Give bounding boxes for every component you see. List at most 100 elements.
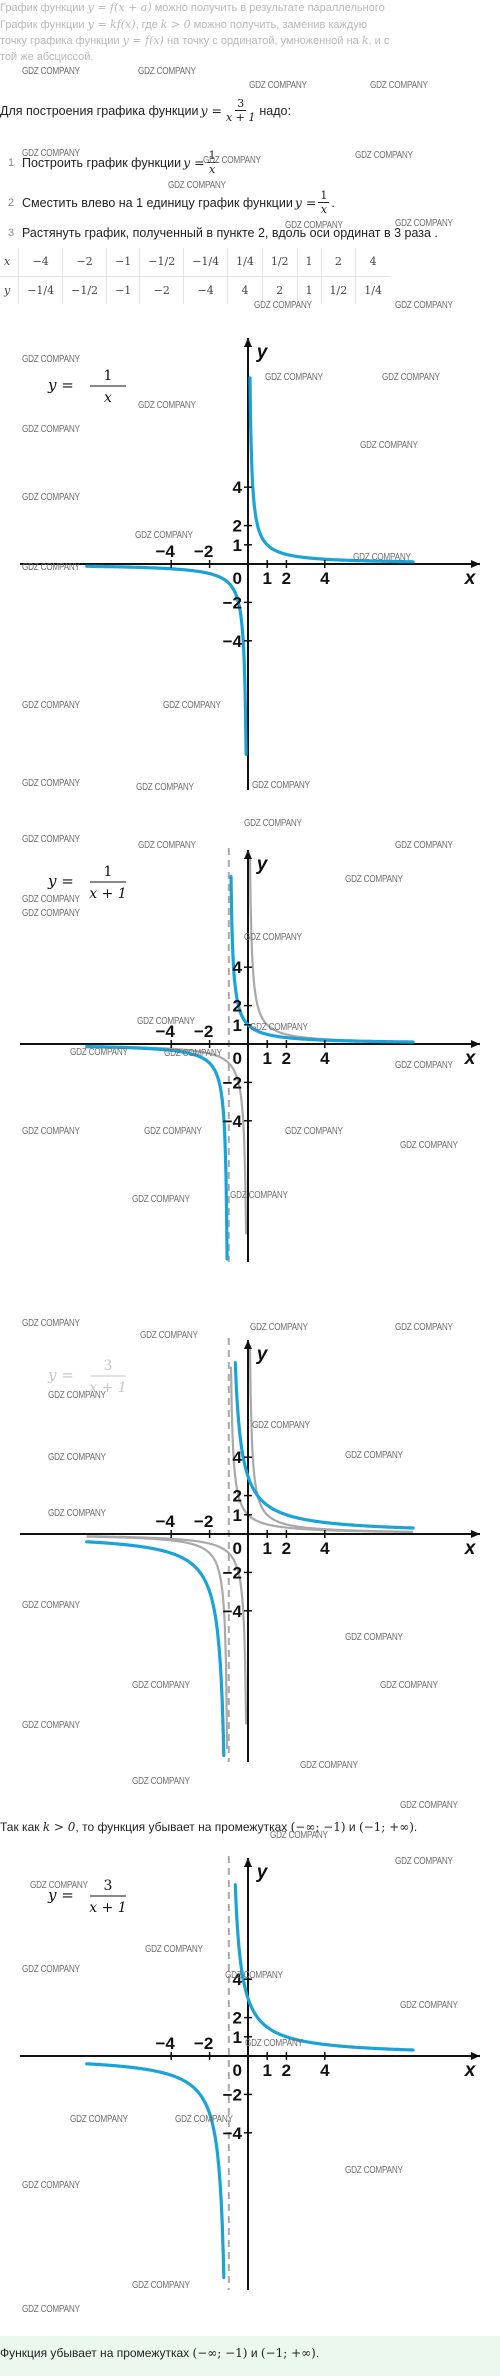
x-tick-label: −2 <box>194 1022 213 1041</box>
table-cell: 2 <box>261 276 298 304</box>
plan-lead-text: Для построения графика функции <box>0 103 199 118</box>
watermark-text: GDZ COMPANY <box>252 780 310 791</box>
plan-lead-lhs: y = <box>200 103 222 118</box>
watermark-text: GDZ COMPANY <box>400 1140 458 1151</box>
graph-label-denominator: x + 1 <box>89 1900 126 1916</box>
intro-math: y = f(x + a) <box>87 1 152 14</box>
watermark-text: GDZ COMPANY <box>48 1452 106 1463</box>
fraction-denominator: x <box>320 203 327 216</box>
ghost-curve-left <box>86 1535 229 1749</box>
y-tick-label: 4 <box>233 958 243 977</box>
watermark-text: GDZ COMPANY <box>400 2000 458 2011</box>
watermark-text: GDZ COMPANY <box>22 700 80 711</box>
x-tick-label: −2 <box>194 1512 213 1531</box>
graph-label-numerator: 1 <box>104 864 113 880</box>
origin-label: 0 <box>233 1539 242 1558</box>
function-curve-left <box>85 1540 226 1758</box>
watermark-text: GDZ COMPANY <box>345 2165 403 2176</box>
watermark-text: GDZ COMPANY <box>22 1600 80 1611</box>
function-curve-left <box>85 564 248 756</box>
y-tick-label: −4 <box>223 1112 243 1131</box>
table-cell: −4 <box>183 276 228 304</box>
watermark-text: GDZ COMPANY <box>144 1126 202 1137</box>
watermark-text: GDZ COMPANY <box>22 492 80 503</box>
x-axis-arrow <box>471 1530 480 1538</box>
x-tick-label: −4 <box>156 1022 176 1041</box>
y-axis-arrow <box>244 338 252 347</box>
intro-text-part: можно получить, заменив каждую <box>190 18 368 31</box>
watermark-text: GDZ COMPANY <box>244 932 302 943</box>
watermark-text: GDZ COMPANY <box>285 220 343 231</box>
fraction-denominator: x <box>208 163 216 176</box>
watermark-text: GDZ COMPANY <box>138 400 196 411</box>
table-cell: −1/2 <box>139 248 184 277</box>
y-axis-arrow <box>244 850 252 859</box>
watermark-text: GDZ COMPANY <box>395 1856 453 1867</box>
y-tick-label: −2 <box>223 593 242 612</box>
function-curve-left <box>85 1045 229 1261</box>
y-tick-label: 2 <box>233 517 242 536</box>
ghost-curve-right <box>248 1347 414 1533</box>
y-axis-name: y <box>256 1344 269 1365</box>
watermark-text: GDZ COMPANY <box>203 155 261 166</box>
watermark-text: GDZ COMPANY <box>135 530 193 541</box>
watermark-text: GDZ COMPANY <box>265 372 323 383</box>
x-tick-label: 4 <box>320 1539 330 1558</box>
intro-text-part: на точку с ординатой, умноженной на <box>163 35 362 47</box>
watermark-text: GDZ COMPANY <box>22 2304 80 2315</box>
watermark-text: GDZ COMPANY <box>22 562 80 573</box>
table-cell: −2 <box>139 276 184 304</box>
table-cell: −1/4 <box>18 276 63 304</box>
answer-text: Функция убывает на промежутках <box>0 2346 193 2360</box>
intro-text-part: , где <box>135 18 161 31</box>
ghost-curve-right <box>229 1366 414 1534</box>
y-axis-name: y <box>256 1862 269 1883</box>
conclusion-line: Так как k > 0, то функция убывает на про… <box>0 1820 417 1834</box>
function-curve-right <box>233 1883 415 2052</box>
conclusion-interval: (−∞; −1) <box>290 1820 346 1834</box>
x-axis-arrow <box>471 2052 480 2060</box>
table-cell: −1/4 <box>183 248 228 277</box>
watermark-text: GDZ COMPANY <box>30 1880 88 1891</box>
x-tick-label: 2 <box>282 2061 291 2080</box>
watermark-text: GDZ COMPANY <box>22 894 80 905</box>
fraction-numerator: 1 <box>318 189 330 203</box>
intro-text-part: График функции <box>0 18 88 31</box>
y-tick-label: 2 <box>233 997 242 1016</box>
x-tick-label: 1 <box>262 2061 271 2080</box>
watermark-text: GDZ COMPANY <box>285 1126 343 1137</box>
fraction-denominator: x + 1 <box>225 111 256 124</box>
step-lhs: y = <box>294 195 317 210</box>
answer-text: и <box>247 2346 261 2360</box>
answer-text: . <box>315 2346 320 2360</box>
step-tail: . <box>331 195 335 210</box>
watermark-text: GDZ COMPANY <box>22 1964 80 1975</box>
y-tick-label: −2 <box>223 1563 242 1582</box>
watermark-text: GDZ COMPANY <box>270 1830 328 1841</box>
watermark-text: GDZ COMPANY <box>380 1680 438 1691</box>
graph-label-lhs: y = <box>47 872 74 890</box>
x-tick-label: 2 <box>282 569 291 588</box>
watermark-text: GDZ COMPANY <box>22 1318 80 1329</box>
intro-math: y = f(x) <box>122 34 164 47</box>
y-tick-label: −4 <box>223 632 243 651</box>
table-cell: 1/4 <box>227 248 263 277</box>
x-tick-label: 4 <box>320 1049 330 1068</box>
table-cell: 1 <box>296 248 322 277</box>
watermark-text: GDZ COMPANY <box>252 1420 310 1431</box>
function-curve-right <box>248 376 415 564</box>
step-lhs: y = <box>183 155 205 170</box>
table-cell: 1/2 <box>261 248 298 277</box>
watermark-text: GDZ COMPANY <box>395 840 453 851</box>
table-cell: −2 <box>62 248 107 277</box>
watermark-text: GDZ COMPANY <box>132 2280 190 2291</box>
ghost-curve-right <box>248 857 414 1043</box>
watermark-text: GDZ COMPANY <box>382 372 440 383</box>
conclusion-text: Так как <box>0 1820 43 1834</box>
